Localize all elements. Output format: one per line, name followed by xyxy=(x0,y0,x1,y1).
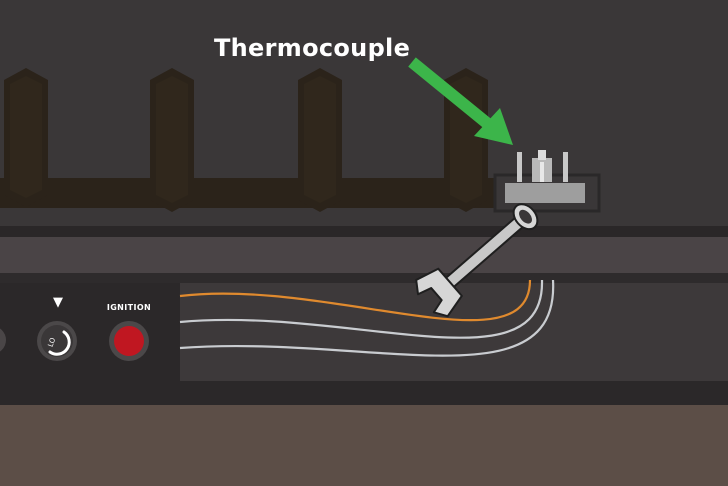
burner-manifold xyxy=(0,178,520,208)
burner-tube-2 xyxy=(150,68,194,212)
wrench-icon[interactable] xyxy=(410,192,549,321)
burner-tube-3 xyxy=(298,68,342,212)
floor xyxy=(0,405,728,486)
knob-indicator: ▼ xyxy=(53,295,63,310)
left-knob-partial[interactable] xyxy=(0,326,6,354)
ledge xyxy=(0,237,728,273)
thermocouple-label: Thermocouple xyxy=(214,34,411,62)
ledge-shadow xyxy=(0,226,728,238)
knob-text: LO xyxy=(47,336,58,348)
ignition-button-icon[interactable] xyxy=(109,321,149,361)
ignition-label: IGNITION xyxy=(106,303,152,312)
ledge-bottom xyxy=(0,273,728,283)
arrow-icon xyxy=(408,57,513,145)
thermocouple-icon[interactable] xyxy=(493,150,601,213)
gas-control-wires xyxy=(179,279,555,357)
burner-tube-1 xyxy=(4,68,48,207)
knob-icon[interactable] xyxy=(37,321,77,361)
